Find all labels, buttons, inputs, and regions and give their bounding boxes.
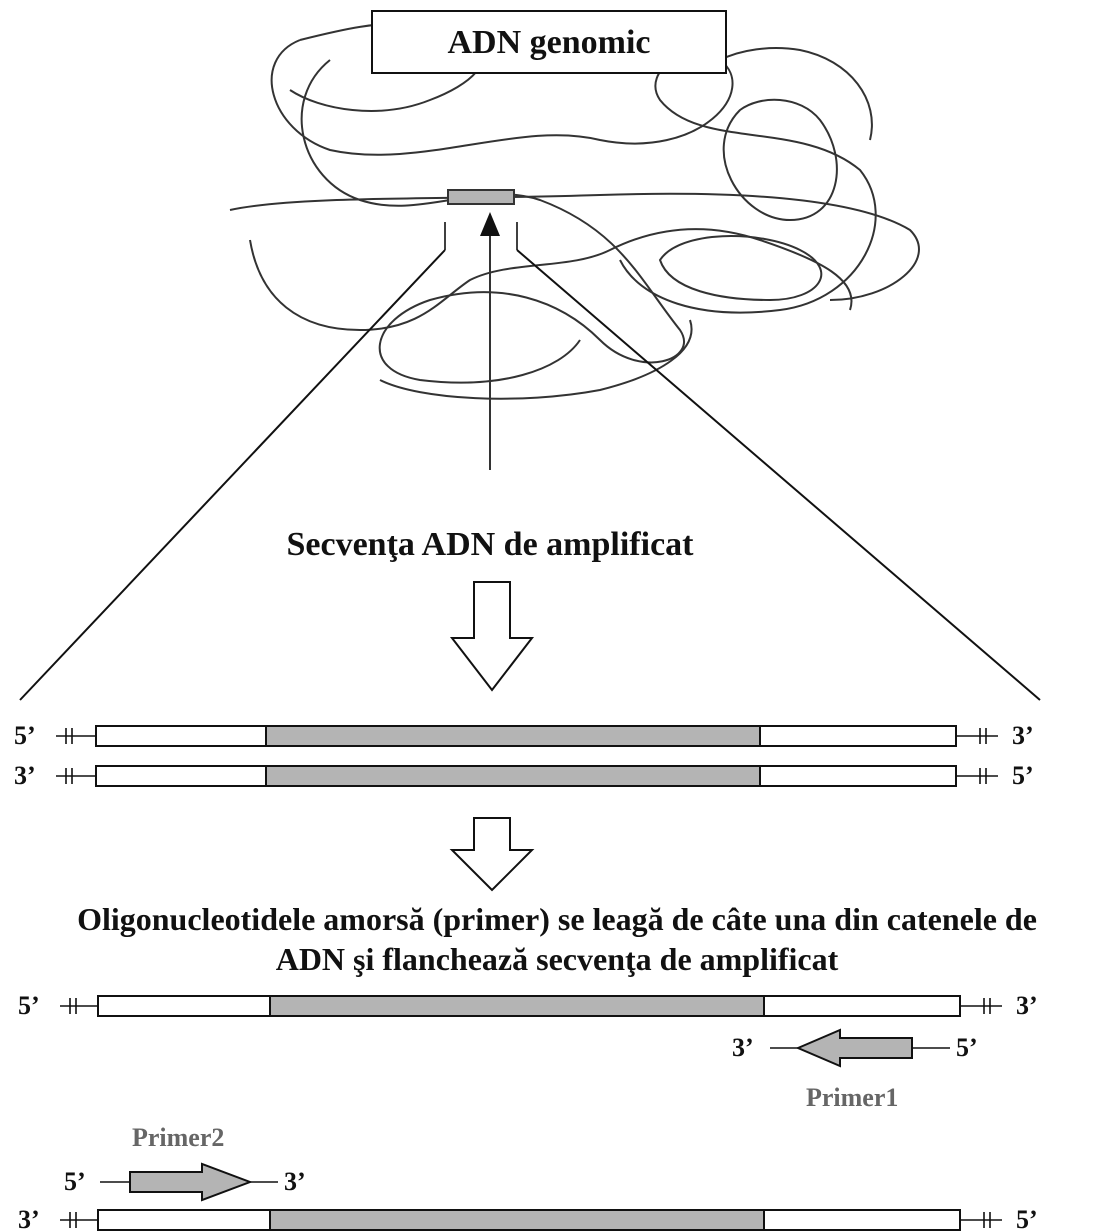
strand1-target [265, 725, 761, 747]
primer-caption-line1: Oligonucleotidele amorsă (primer) se lea… [77, 901, 1037, 937]
primer2-label: Primer2 [132, 1123, 224, 1152]
primer1-arrow [795, 1028, 913, 1068]
strand3-left-end: 5’ [18, 991, 40, 1020]
strand3-right-end: 3’ [1016, 991, 1038, 1020]
block-arrow-down-2 [449, 817, 535, 892]
block-arrow-down-1 [449, 581, 535, 692]
primer2-arrow [129, 1162, 253, 1202]
primer1: 3’ 5’ Primer1 [732, 1028, 978, 1112]
primer2-right-end: 3’ [284, 1167, 306, 1196]
zoom-line-left [19, 249, 446, 701]
sequence-label: Secvenţa ADN de amplificat [286, 526, 694, 563]
strand4-right-end: 5’ [1016, 1205, 1038, 1232]
primer2-left-end: 5’ [64, 1167, 86, 1196]
strand2-target [265, 765, 761, 787]
primer1-right-end: 5’ [956, 1033, 978, 1062]
primer2: Primer2 5’ 3’ [64, 1123, 306, 1202]
strand3-target [269, 995, 765, 1017]
title-box [371, 10, 727, 74]
genomic-dna-tangle [229, 22, 920, 400]
strand4-target [269, 1209, 765, 1231]
primer1-left-end: 3’ [732, 1033, 754, 1062]
zoom-line-right [516, 249, 1041, 701]
primer-caption-line2: ADN şi flanchează secvenţa de amplificat [276, 941, 839, 977]
strand4-left-end: 3’ [18, 1205, 40, 1232]
strand2-right-end: 5’ [1012, 761, 1034, 790]
strand1-left-end: 5’ [14, 721, 36, 750]
segment-bracket [444, 222, 518, 250]
target-segment [447, 189, 515, 205]
strand1-right-end: 3’ [1012, 721, 1034, 750]
top-strand-annealed: 5’ 3’ [18, 991, 1038, 1020]
dsdna-before: 5’ 3’ 3’ 5’ [14, 721, 1034, 790]
bottom-strand-annealed: 3’ 5’ [18, 1205, 1038, 1232]
primer1-label: Primer1 [806, 1083, 898, 1112]
title-text: ADN genomic [447, 24, 650, 61]
strand2-left-end: 3’ [14, 761, 36, 790]
pointer-arrow-head [480, 212, 500, 236]
